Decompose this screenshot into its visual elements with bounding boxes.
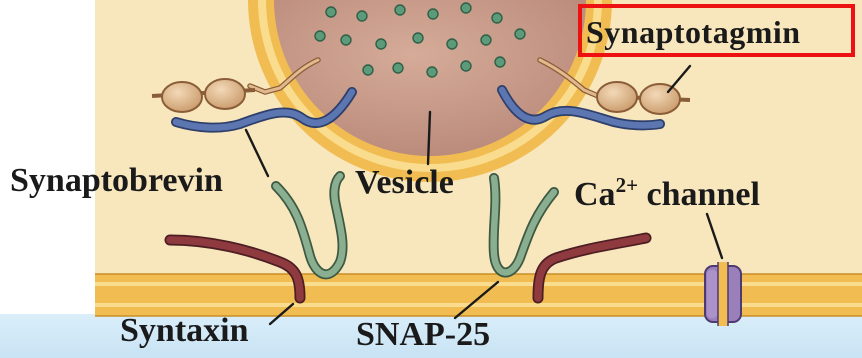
label-synaptotagmin: Synaptotagmin — [586, 16, 801, 48]
label-vesicle: Vesicle — [355, 166, 454, 200]
label-synaptobrevin: Synaptobrevin — [10, 164, 223, 198]
label-ca-ion: Ca — [574, 176, 616, 213]
label-channel-word: channel — [647, 176, 760, 213]
label-snap25: SNAP-25 — [356, 318, 490, 352]
plasma-membrane — [95, 274, 862, 316]
label-ca-charge: 2+ — [616, 173, 638, 197]
label-ca-channel: Ca2+ channel — [574, 178, 760, 212]
ca-channel — [705, 262, 741, 326]
label-syntaxin: Syntaxin — [120, 314, 249, 348]
